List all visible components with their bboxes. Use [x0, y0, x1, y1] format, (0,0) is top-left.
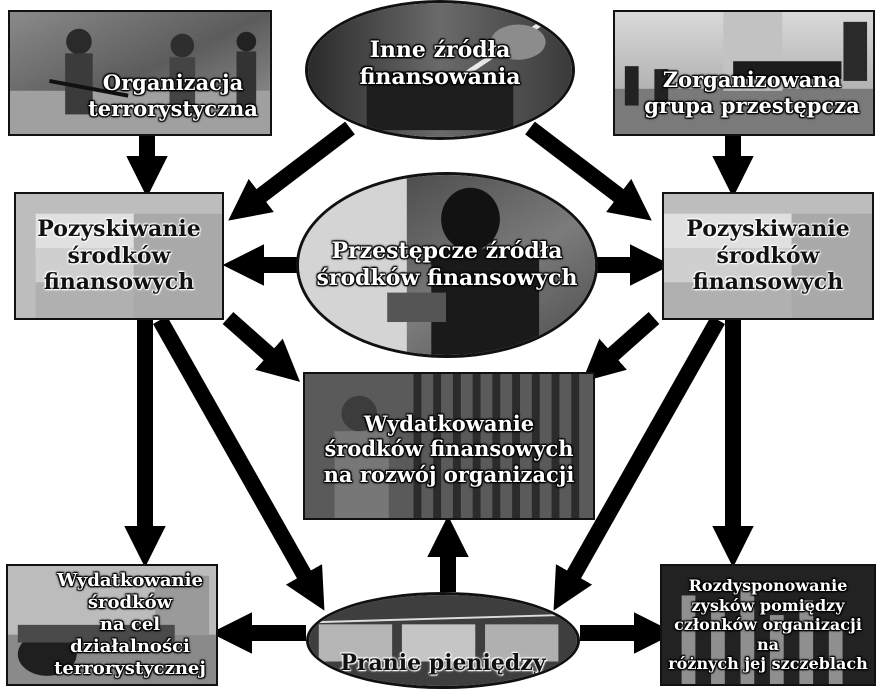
label-line: finansowych [43, 269, 195, 296]
profit-distribution-label: Rozdysponowanie zysków pomiędzy członków… [662, 566, 874, 684]
terror-activity-label: Wydatkowanie środków na cel działalności… [8, 566, 216, 684]
label-line: członków organizacji na [674, 615, 862, 654]
arrow-other-sources-to-acquire-left [228, 121, 355, 221]
acquire-left-label: Pozyskiwanie środków finansowych [16, 194, 222, 318]
label-line: Pranie pieniędzy [340, 650, 546, 677]
node-other-financing-sources: Inne źródła finansowania [305, 0, 575, 140]
label-line: Pozyskiwanie [37, 215, 201, 242]
terrorist-organization-label: Organizacja terrorystyczna [10, 12, 270, 134]
label-line: Pozyskiwanie [686, 215, 850, 242]
label-line: środków [87, 592, 173, 614]
label-line: na rozwój organizacji [323, 461, 575, 487]
node-terrorist-organization: Organizacja terrorystyczna [8, 10, 272, 136]
arrow-other-sources-to-acquire-right [525, 121, 652, 221]
label-line: finansowych [692, 269, 844, 296]
crime-group-photo [615, 12, 873, 134]
acquire-right-label: Pozyskiwanie środków finansowych [664, 194, 872, 318]
criminal-sources-label: Przestępcze źródła środków finansowych [299, 175, 595, 355]
label-line: Inne źródła [369, 37, 511, 64]
label-line: terrorystyczna [88, 96, 258, 121]
dollar-bills-photo [309, 595, 577, 686]
arrow-acquire-right-to-laundering [553, 316, 725, 611]
rifles-photo [305, 374, 593, 518]
node-org-development-spending: Wydatkowanie środków finansowych na rozw… [303, 372, 595, 520]
money-stack-photo-left [16, 194, 222, 318]
label-line: zysków pomiędzy [691, 595, 845, 615]
other-sources-label: Inne źródła finansowania [308, 3, 572, 137]
money-laundering-label: Pranie pieniędzy [309, 595, 577, 686]
other-sources-photo [308, 3, 572, 137]
label-line: środków [67, 242, 171, 269]
money-stack-photo-right [664, 194, 872, 318]
arrow-acquire-left-to-development [222, 312, 301, 382]
label-line: terrorystycznej [54, 657, 206, 679]
label-line: środków finansowych [324, 436, 574, 462]
node-terror-activity-spending: Wydatkowanie środków na cel działalności… [6, 564, 218, 686]
crime-group-label: Zorganizowana grupa przestępcza [615, 12, 873, 134]
org-development-label: Wydatkowanie środków finansowych na rozw… [305, 374, 593, 518]
label-line: Organizacja [102, 70, 244, 96]
node-organized-crime-group: Zorganizowana grupa przestępcza [613, 10, 875, 136]
node-criminal-sources: Przestępcze źródła środków finansowych [296, 172, 598, 358]
label-line: środków finansowych [316, 265, 578, 291]
node-profit-distribution: Rozdysponowanie zysków pomiędzy członków… [660, 564, 876, 686]
label-line: Przestępcze źródła [331, 238, 563, 265]
arrow-acquire-right-to-development [581, 312, 660, 382]
node-money-laundering: Pranie pieniędzy [306, 592, 580, 689]
label-line: Wydatkowanie [57, 570, 203, 592]
label-line: Zorganizowana [662, 67, 842, 93]
label-line: różnych jej szczeblach [668, 654, 868, 674]
label-line: Rozdysponowanie [688, 576, 848, 596]
label-line: finansowania [359, 64, 521, 90]
rocket-launcher-photo [8, 566, 216, 684]
node-acquire-funds-right: Pozyskiwanie środków finansowych [662, 192, 874, 320]
arrow-acquire-left-to-laundering [153, 316, 325, 611]
label-line: środków [716, 242, 820, 269]
label-line: grupa przestępcza [644, 93, 860, 118]
node-acquire-funds-left: Pozyskiwanie środków finansowych [14, 192, 224, 320]
coins-photo [662, 566, 874, 684]
robber-photo [299, 175, 595, 355]
label-line: Wydatkowanie [363, 410, 535, 436]
label-line: na cel działalności [70, 614, 190, 657]
terrorists-photo [10, 12, 270, 134]
